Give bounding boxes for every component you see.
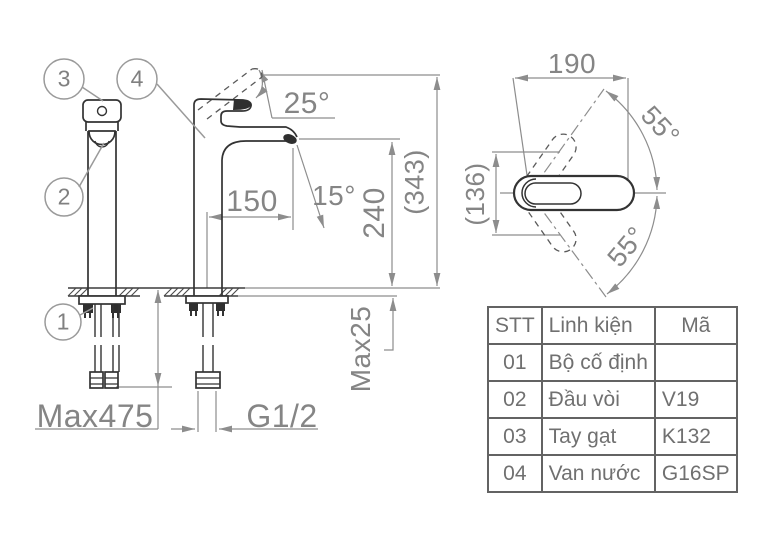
dim-hose-length: Max475 — [36, 398, 154, 434]
dim-handle-angle: 25° — [283, 87, 331, 120]
table-row: 03 Tay gạt K132 — [487, 417, 738, 456]
part-code: V19 — [653, 380, 738, 419]
part-name: Tay gạt — [540, 417, 656, 456]
callout-circle-3 — [43, 58, 85, 100]
part-code: K132 — [653, 417, 738, 456]
table-row: 02 Đầu vòi V19 — [487, 380, 738, 419]
part-code: G16SP — [653, 454, 738, 493]
countertop-hatching — [67, 287, 240, 297]
callout-3: 3 — [57, 65, 71, 92]
callout-circle-2 — [44, 177, 84, 217]
part-name: Bộ cố định — [540, 343, 656, 382]
dim-thread-size: G1/2 — [246, 398, 318, 434]
dim-spout-reach: 150 — [226, 185, 278, 218]
part-stt: 02 — [487, 380, 543, 419]
col-header-code: Mã — [653, 306, 738, 345]
part-name: Van nước — [540, 454, 656, 493]
callout-1: 1 — [56, 308, 70, 335]
dim-spout-height: 240 — [358, 187, 391, 239]
callout-circle-1 — [44, 303, 82, 341]
dim-deck-thickness: Max25 — [345, 305, 376, 393]
callout-2: 2 — [57, 183, 71, 210]
part-code — [653, 343, 738, 382]
dim-handle-width-top: (136) — [460, 162, 490, 226]
callout-circle-4 — [116, 58, 158, 100]
col-header-name: Linh kiện — [540, 306, 656, 345]
top-view-drawing — [512, 133, 636, 253]
handle-tip — [233, 99, 252, 110]
dim-handle-length-top: 190 — [547, 48, 597, 79]
callout-4: 4 — [130, 65, 144, 92]
spout-tip — [283, 134, 297, 144]
table-row: 04 Van nước G16SP — [487, 454, 738, 493]
countertop — [68, 287, 245, 297]
part-name: Đầu vòi — [540, 380, 656, 419]
parts-table-header-row: STT Linh kiện Mã — [487, 306, 738, 345]
table-row: 01 Bộ cố định — [487, 343, 738, 382]
col-header-stt: STT — [487, 306, 543, 345]
part-stt: 03 — [487, 417, 543, 456]
part-stt: 01 — [487, 343, 543, 382]
callout-circles — [43, 58, 206, 341]
dim-spout-angle: 15° — [312, 180, 356, 211]
dim-overall-height: (343) — [399, 149, 430, 215]
part-stt: 04 — [487, 454, 543, 493]
front-view-drawing — [78, 99, 126, 389]
side-view-drawing — [185, 68, 298, 389]
parts-table: STT Linh kiện Mã 01 Bộ cố định 02 Đầu vò… — [487, 306, 738, 493]
